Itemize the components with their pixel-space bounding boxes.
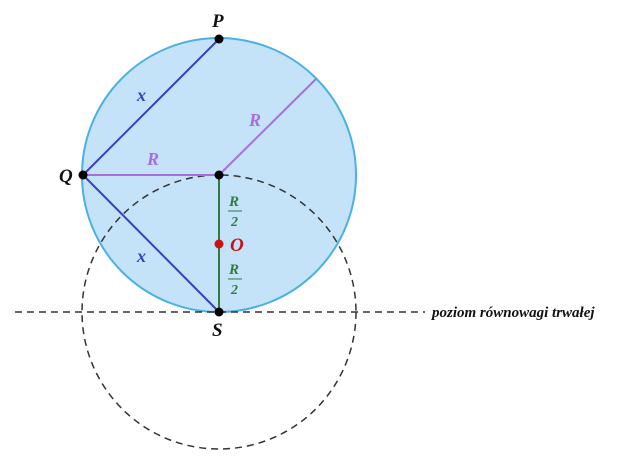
fraction-lower-numerator: R xyxy=(228,262,239,278)
fraction-upper-numerator: R xyxy=(228,194,239,210)
label-O: O xyxy=(230,235,244,256)
point-S xyxy=(214,307,224,317)
label-P: P xyxy=(211,11,224,32)
equilibrium-label: poziom równowagi trwałej xyxy=(430,305,595,321)
label-R-diagonal: R xyxy=(248,110,261,130)
point-O xyxy=(214,239,224,249)
label-x-upper: x xyxy=(136,85,146,105)
fraction-upper: R 2 xyxy=(228,194,242,230)
label-S: S xyxy=(212,320,223,341)
label-x-lower: x xyxy=(136,246,146,266)
label-R-horizontal: R xyxy=(146,149,159,169)
radius-diagonal xyxy=(218,78,317,176)
point-center xyxy=(214,170,224,180)
label-Q: Q xyxy=(59,166,73,187)
chord-QS xyxy=(82,174,220,313)
fraction-lower-denominator: 2 xyxy=(230,283,238,298)
chord-QP xyxy=(82,38,220,176)
fraction-lower: R 2 xyxy=(228,262,242,298)
point-P xyxy=(214,34,224,44)
point-Q xyxy=(78,170,88,180)
fraction-upper-denominator: 2 xyxy=(230,215,238,230)
